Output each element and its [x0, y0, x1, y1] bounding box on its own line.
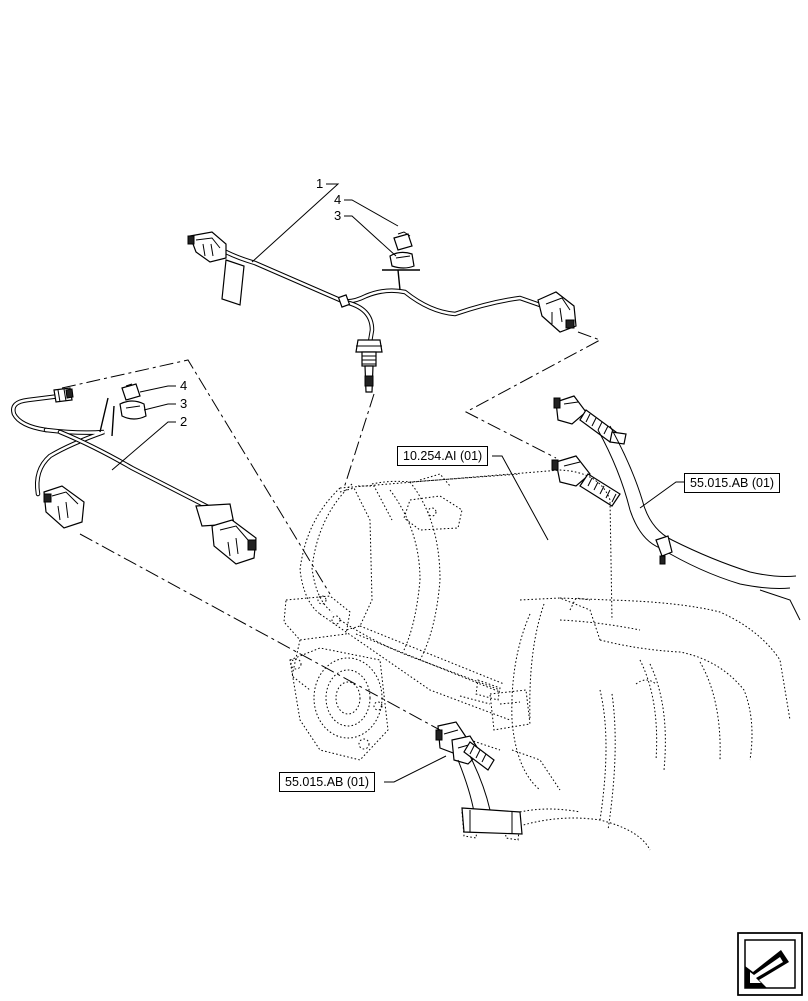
connector-left-a [43, 485, 85, 529]
clip-and-nut-top [382, 231, 420, 291]
engine-harness-bottom [435, 721, 581, 835]
leader-lines [111, 183, 686, 783]
callout-left-3: 3 [180, 396, 188, 411]
previous-page-arrow-icon[interactable] [737, 932, 803, 996]
temperature-probe-top [355, 339, 383, 393]
harness-loom-end [759, 589, 801, 621]
projection-lines [61, 331, 602, 731]
callout-top-1: 1 [316, 176, 324, 191]
reference-exhaust-module[interactable]: 10.254.AI (01) [397, 446, 489, 466]
reference-harness-bottom[interactable]: 55.015.AB (01) [279, 772, 376, 792]
clip-and-nut-left [99, 383, 147, 437]
connector-top-left [187, 231, 227, 263]
reference-harness-right[interactable]: 55.015.AB (01) [684, 473, 781, 493]
callout-left-4: 4 [180, 378, 188, 393]
sensor-harness-1 [187, 231, 577, 393]
connector-left-b [211, 519, 257, 565]
sensor-harness-2 [11, 383, 257, 565]
callout-left-2: 2 [180, 414, 188, 429]
callout-top-3: 3 [334, 208, 342, 223]
connector-top-right [537, 291, 577, 333]
engine-harness-right [551, 395, 797, 589]
callout-top-4: 4 [334, 192, 342, 207]
exhaust-module-outline [283, 469, 791, 851]
